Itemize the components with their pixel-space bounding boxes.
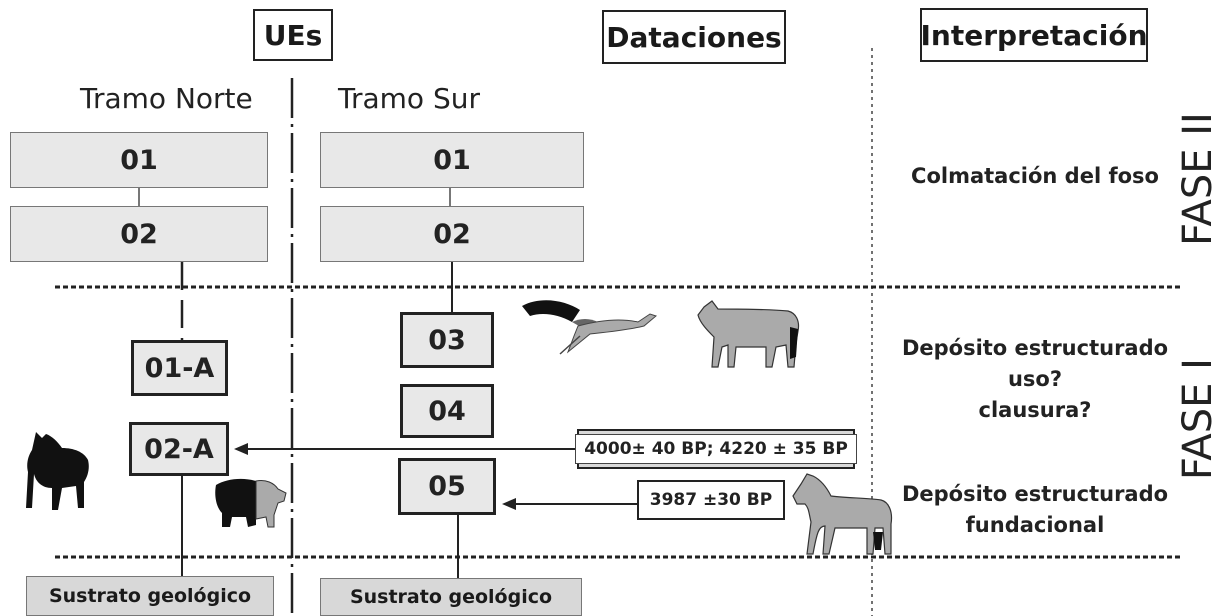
unit-sustrato-sur: Sustrato geológico	[320, 578, 582, 616]
pig-icon	[215, 478, 287, 528]
unit-sustrato-norte: Sustrato geológico	[26, 576, 274, 616]
bird-icon	[522, 300, 658, 355]
dating-text-2: 3987 ±30 BP	[649, 490, 773, 510]
horse-icon	[792, 473, 893, 555]
unit-sur-02: 02	[320, 206, 584, 262]
cow-icon	[697, 300, 800, 368]
unit-norte-01a: 01-A	[131, 340, 228, 396]
unit-norte-02: 02	[10, 206, 268, 262]
interp-fundacional: Depósito estructurado fundacional	[900, 479, 1170, 541]
interp-deposito-line3: clausura?	[978, 398, 1092, 422]
unit-sur-01: 01	[320, 132, 584, 188]
interp-colmatacion-text: Colmatación del foso	[911, 164, 1159, 188]
unit-sur-05: 05	[398, 458, 496, 515]
interp-fundacional-line1: Depósito estructurado	[901, 482, 1169, 506]
unit-sur-04: 04	[400, 384, 494, 438]
dating-box-2: 3987 ±30 BP	[637, 480, 785, 520]
column-tramo-sur: Tramo Sur	[338, 82, 480, 115]
unit-norte-02a: 02-A	[129, 422, 229, 476]
unit-norte-01: 01	[10, 132, 268, 188]
interp-deposito: Depósito estructurado uso? clausura?	[900, 333, 1170, 426]
header-ues: UEs	[253, 9, 333, 61]
dog-icon	[26, 432, 89, 510]
interp-colmatacion: Colmatación del foso	[905, 161, 1165, 192]
unit-sur-03: 03	[400, 312, 494, 368]
interp-deposito-line1: Depósito estructurado	[901, 336, 1169, 360]
phase-label-fase-i: FASE I	[1175, 358, 1221, 480]
interp-fundacional-line2: fundacional	[965, 513, 1105, 537]
header-dataciones: Dataciones	[602, 10, 786, 64]
dating-box-1: 4000± 40 BP; 4220 ± 35 BP	[575, 429, 857, 469]
dating-text-1: 4000± 40 BP; 4220 ± 35 BP	[575, 434, 857, 464]
phase-label-fase-ii: FASE II	[1175, 112, 1221, 246]
column-tramo-norte: Tramo Norte	[80, 82, 253, 115]
header-interpretacion: Interpretación	[920, 8, 1148, 62]
interp-deposito-line2: uso?	[1007, 367, 1063, 391]
